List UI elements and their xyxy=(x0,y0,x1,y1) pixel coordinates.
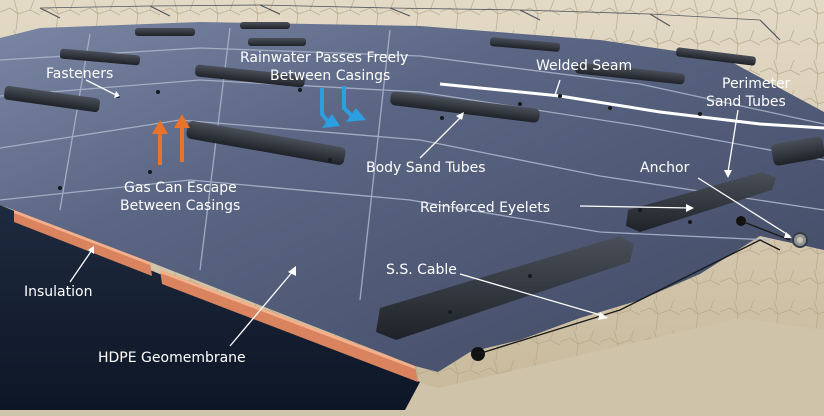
label-perimeter-line1: Perimeter xyxy=(722,76,791,92)
insulation-strip xyxy=(14,210,418,382)
gas-escape-arrows xyxy=(152,114,190,165)
label-body-sand-tubes: Body Sand Tubes xyxy=(366,160,486,176)
welded-seam-line xyxy=(439,82,824,130)
label-ss-cable: S.S. Cable xyxy=(386,262,457,278)
label-anchor: Anchor xyxy=(640,160,690,176)
label-gas-line1: Gas Can Escape xyxy=(124,180,237,196)
hdpe-membrane-surface xyxy=(0,22,824,372)
ss-cable xyxy=(477,220,791,355)
anchor-icon xyxy=(792,232,808,248)
label-hdpe-geomembrane: HDPE Geomembrane xyxy=(98,350,246,366)
label-rainwater-line2: Between Casings xyxy=(270,68,390,84)
label-reinforced-eyelets: Reinforced Eyelets xyxy=(420,200,550,216)
perimeter-sand-tubes xyxy=(376,172,776,340)
background-posts xyxy=(39,4,781,41)
label-perimeter-line2: Sand Tubes xyxy=(706,94,786,110)
body-sand-tubes xyxy=(4,22,824,166)
label-insulation: Insulation xyxy=(24,284,92,300)
label-rainwater-line1: Rainwater Passes Freely xyxy=(240,50,408,66)
leader-lines xyxy=(69,79,792,347)
label-fasteners: Fasteners xyxy=(46,66,113,82)
label-welded-seam: Welded Seam xyxy=(536,58,632,74)
label-gas-line2: Between Casings xyxy=(120,198,240,214)
fastener-dots xyxy=(58,88,702,314)
rainwater-arrows xyxy=(320,86,366,128)
